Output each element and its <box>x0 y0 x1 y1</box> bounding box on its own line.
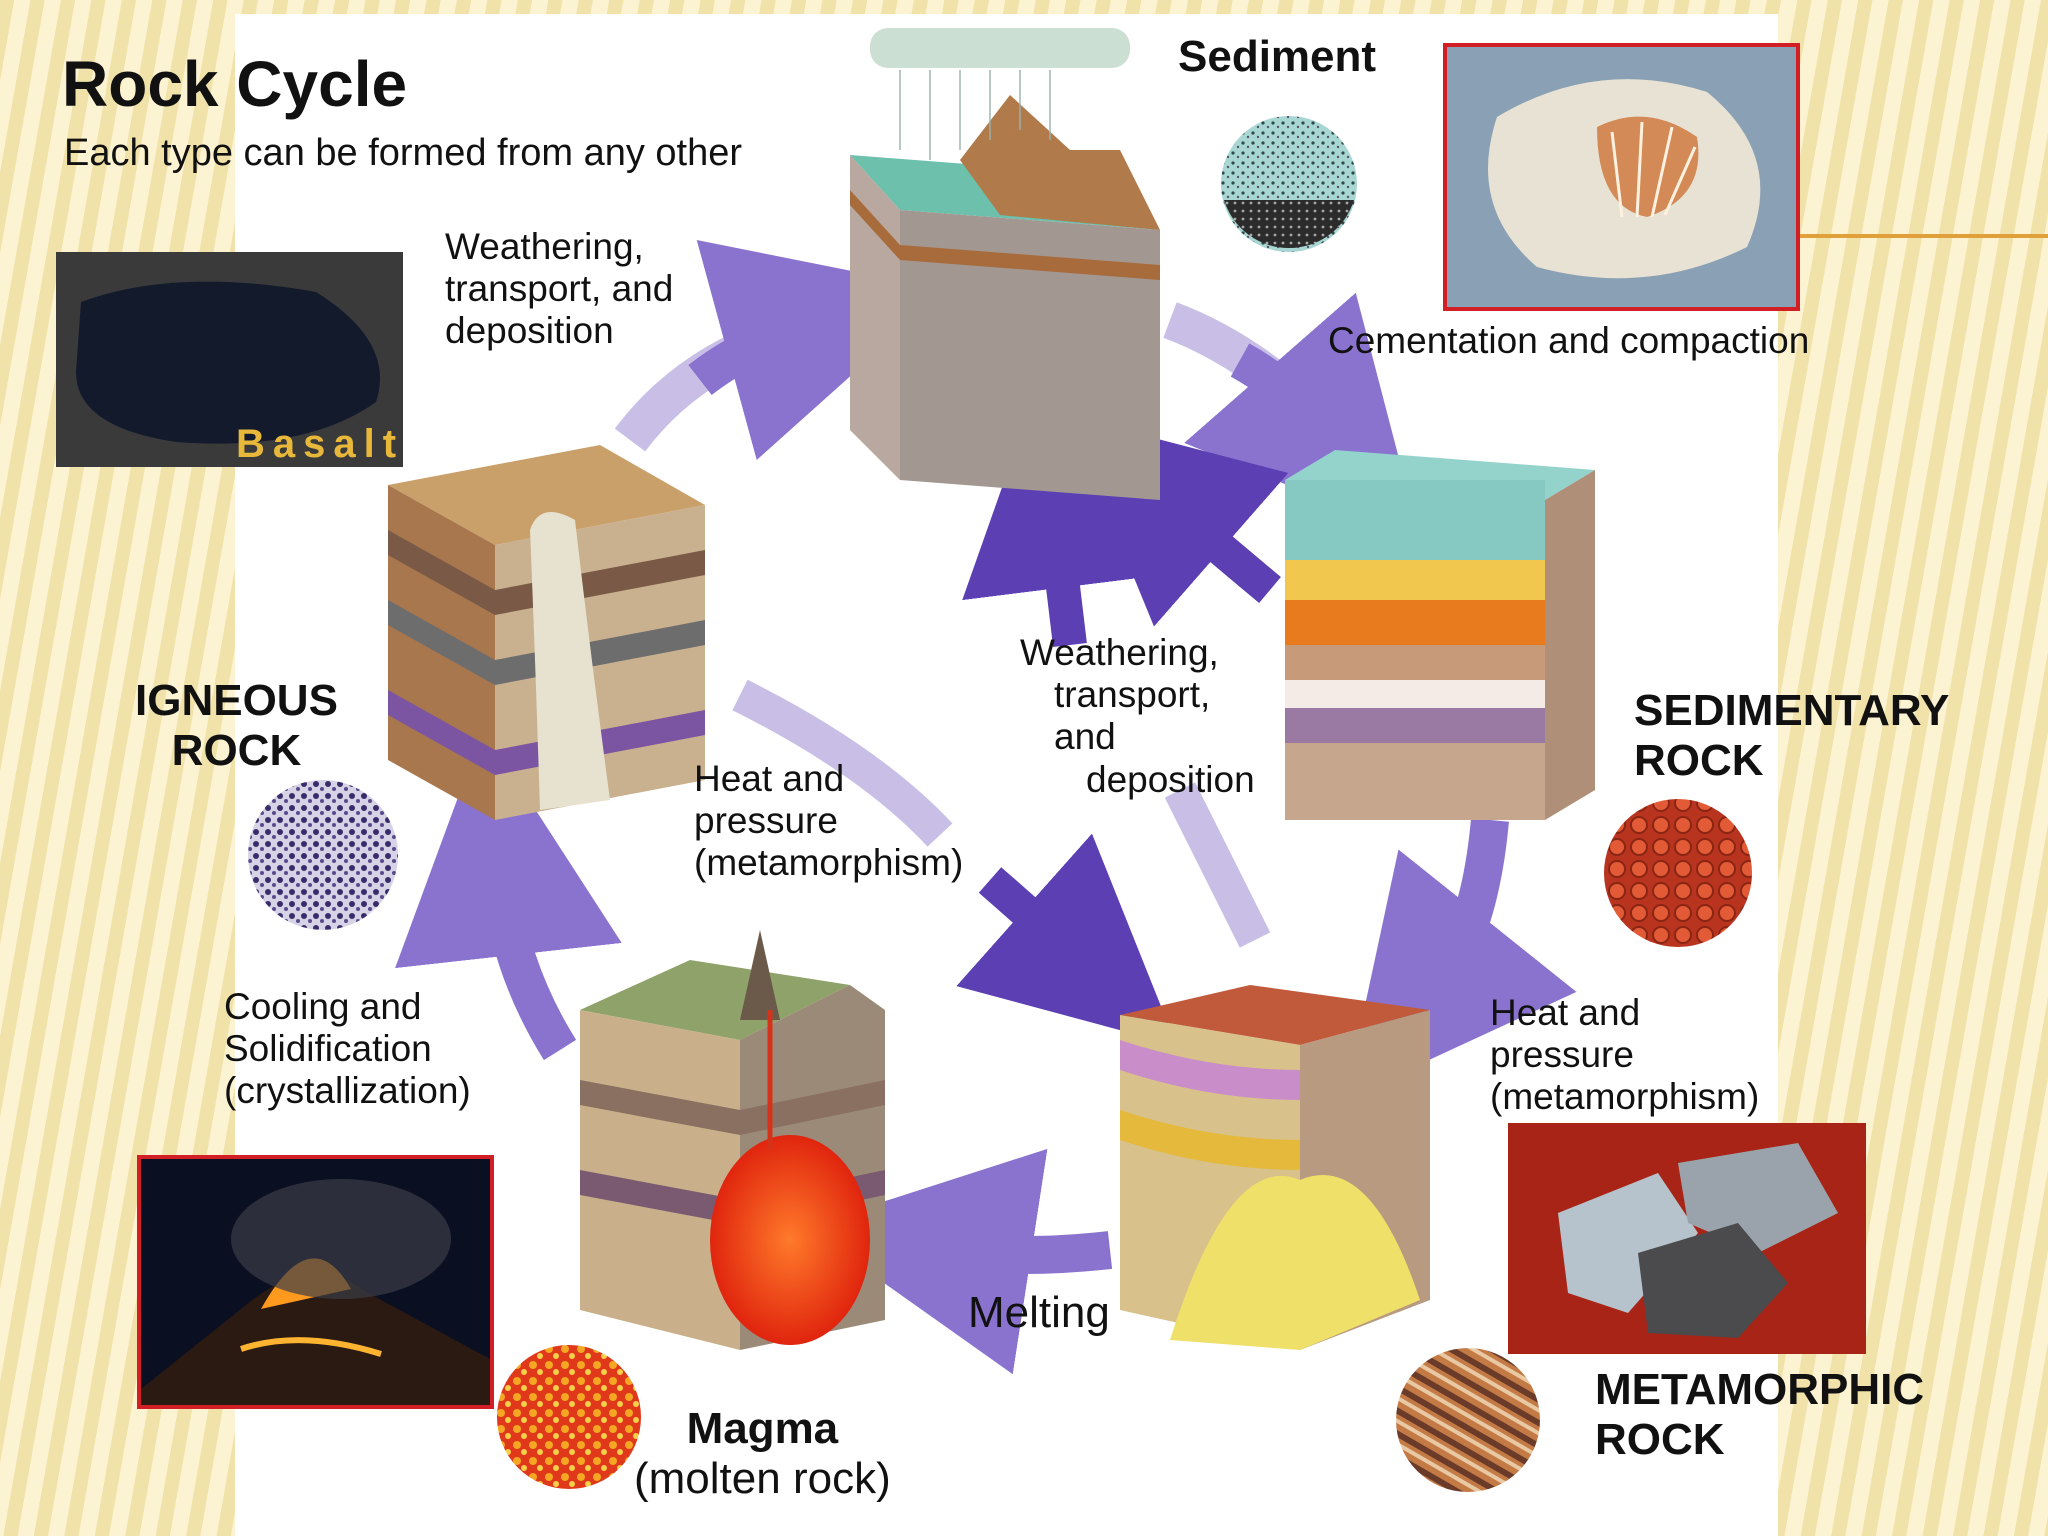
page-title: Rock Cycle <box>62 48 408 120</box>
page-subtitle: Each type can be formed from any other <box>64 132 743 174</box>
weathering-outer-arrow <box>688 240 947 460</box>
weathering-inner-label: Weathering, transport, and deposition <box>1020 632 1255 800</box>
erupting-volcano-photo <box>137 1155 494 1409</box>
melting-label: Melting <box>968 1288 1110 1337</box>
basalt-caption: Basalt <box>236 422 403 466</box>
cooling-arrow <box>395 728 622 1061</box>
heat-inner-label: Heat and pressure (metamorphism) <box>694 758 964 884</box>
weathering-inner-arrow-2 <box>1067 415 1289 627</box>
weathering-outer-label: Weathering, transport, and deposition <box>445 226 674 352</box>
sediment-label: Sediment <box>1178 32 1377 81</box>
igneous-rock-label: IGNEOUS ROCK <box>135 676 338 776</box>
sedimentary-rock-label: SEDIMENTARY ROCK <box>1634 686 1950 786</box>
metamorphic-rocks-photo <box>1508 1123 1866 1354</box>
magma-label: Magma (molten rock) <box>634 1404 891 1504</box>
accent-line <box>1790 234 2048 238</box>
metamorphic-sample-icon <box>1396 1348 1540 1492</box>
sediment-block <box>850 28 1160 500</box>
metamorphic-rock-label: METAMORPHIC ROCK <box>1595 1365 1925 1465</box>
weathering-inner-arrow-1 <box>962 385 1165 647</box>
melting-arrow <box>804 1148 1113 1375</box>
basalt-rock-photo: Basalt <box>56 252 403 467</box>
heat-inner-arrow-tail <box>732 679 953 847</box>
sedimentary-block <box>1285 450 1595 820</box>
magma-block <box>580 930 885 1350</box>
cooling-label: Cooling and Solidification (crystallizat… <box>224 986 471 1112</box>
magma-sample-icon <box>497 1345 641 1489</box>
sedimentary-sample-icon <box>1604 799 1752 947</box>
cementation-arrow <box>1184 292 1421 540</box>
shell-fossil-photo <box>1443 43 1800 311</box>
cementation-label: Cementation and compaction <box>1328 320 1810 361</box>
heat-outer-label: Heat and pressure (metamorphism) <box>1490 992 1760 1118</box>
metamorphic-block <box>1120 985 1430 1350</box>
igneous-sample-icon <box>248 780 398 930</box>
heat-outer-arrow <box>1345 818 1577 1099</box>
weathering-inner-arrow-tail <box>1164 782 1271 948</box>
igneous-block <box>388 445 705 820</box>
heat-inner-arrow <box>956 833 1177 1046</box>
